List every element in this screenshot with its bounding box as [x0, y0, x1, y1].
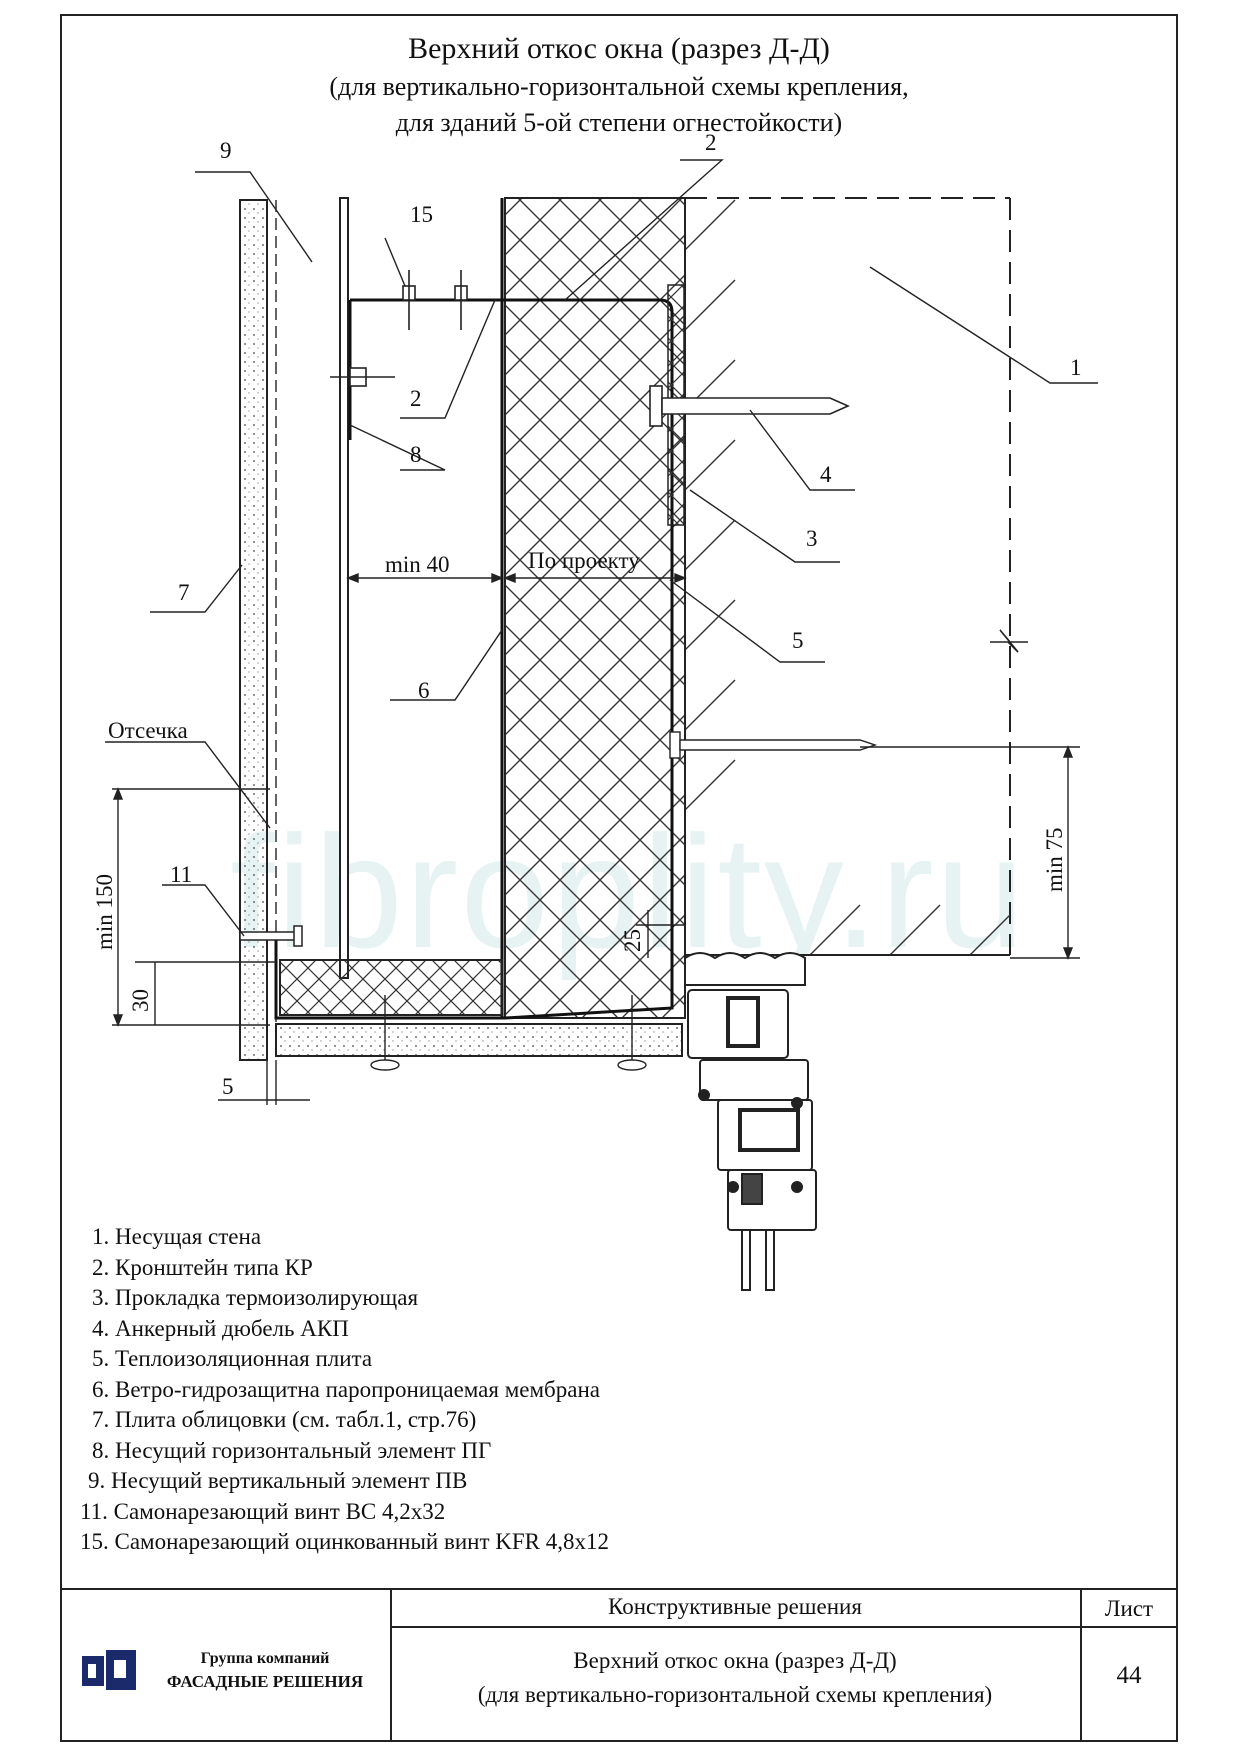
screw-kfr — [330, 270, 468, 387]
callout-6: 6 — [418, 678, 430, 703]
callout-2-mid: 2 — [410, 386, 422, 411]
callout-3: 3 — [806, 526, 818, 551]
insulation-board — [504, 197, 686, 1019]
stamp-name-line-1: Верхний откос окна (разрез Д-Д) — [573, 1648, 897, 1673]
window-frame — [684, 952, 817, 1291]
stamp-sheet-number: 44 — [1116, 1662, 1142, 1689]
callout-4: 4 — [820, 462, 832, 487]
drawing-sheet: Верхний откос окна (разрез Д-Д) (для вер… — [60, 14, 1178, 1742]
legend: 1. Несущая стена 2. Кронштейн типа КР 3.… — [80, 1222, 609, 1558]
title-stamp: Конструктивные решения Лист 44 Верхний о… — [60, 1588, 1178, 1742]
callout-7: 7 — [178, 580, 190, 605]
title-line-2: (для вертикально-горизонтальной схемы кр… — [329, 72, 909, 101]
callout-5: 5 — [792, 628, 804, 653]
callout-9: 9 — [220, 138, 232, 163]
load-bearing-wall — [684, 197, 1028, 956]
callout-15: 15 — [410, 202, 433, 227]
cladding-panel — [239, 199, 268, 1061]
legend-item: 2. Кронштейн типа КР — [92, 1254, 313, 1280]
screw-bc — [239, 925, 303, 947]
legend-item: 9. Несущий вертикальный элемент ПВ — [88, 1468, 468, 1493]
company-logo — [82, 1650, 140, 1696]
callout-8: 8 — [410, 442, 422, 467]
legend-item: 6. Ветро-гидрозащитна паропроницаемая ме… — [92, 1376, 600, 1402]
dim-min75: min 75 — [1042, 827, 1067, 892]
callout-2-top: 2 — [705, 130, 717, 155]
title-line-1: Верхний откос окна (разрез Д-Д) — [408, 32, 830, 65]
dim-min150: min 150 — [92, 874, 117, 950]
callout-1: 1 — [1070, 355, 1082, 380]
legend-item: 11. Самонарезающий винт ВС 4,2х32 — [80, 1498, 446, 1524]
anchor-dowel-lower — [669, 731, 878, 759]
legend-item: 3. Прокладка термоизолирующая — [92, 1285, 419, 1310]
legend-item: 5. Теплоизоляционная плита — [92, 1346, 373, 1371]
company-line-2: ФАСАДНЫЕ РЕШЕНИЯ — [166, 1672, 364, 1691]
legend-item: 15. Самонарезающий оцинкованный винт KFR… — [80, 1529, 610, 1554]
dim-25: 25 — [620, 929, 645, 952]
vertical-profile — [339, 197, 349, 979]
stamp-section: Конструктивные решения — [608, 1594, 862, 1619]
legend-item: 7. Плита облицовки (см. табл.1, стр.76) — [92, 1407, 477, 1432]
legend-item: 8. Несущий горизонтальный элемент ПГ — [92, 1437, 492, 1463]
callout-11: 11 — [170, 862, 192, 887]
anchor-dowel — [649, 385, 850, 427]
company-line-1: Группа компаний — [200, 1650, 330, 1667]
dim-min40: min 40 — [385, 552, 450, 577]
legend-item: 1. Несущая стена — [92, 1224, 262, 1249]
dim-5: 5 — [222, 1074, 234, 1099]
stamp-name-line-2: (для вертикально-горизонтальной схемы кр… — [477, 1682, 993, 1707]
label-otsechka: Отсечка — [108, 718, 188, 743]
soffit-panel — [275, 1023, 683, 1057]
dim-po-proektu: По проекту — [528, 548, 640, 573]
dim-30: 30 — [128, 989, 153, 1012]
title-line-3: для зданий 5-ой степени огнестойкости) — [395, 108, 843, 137]
stamp-sheet-label: Лист — [1104, 1596, 1154, 1621]
legend-item: 4. Анкерный дюбель АКП — [92, 1315, 349, 1341]
